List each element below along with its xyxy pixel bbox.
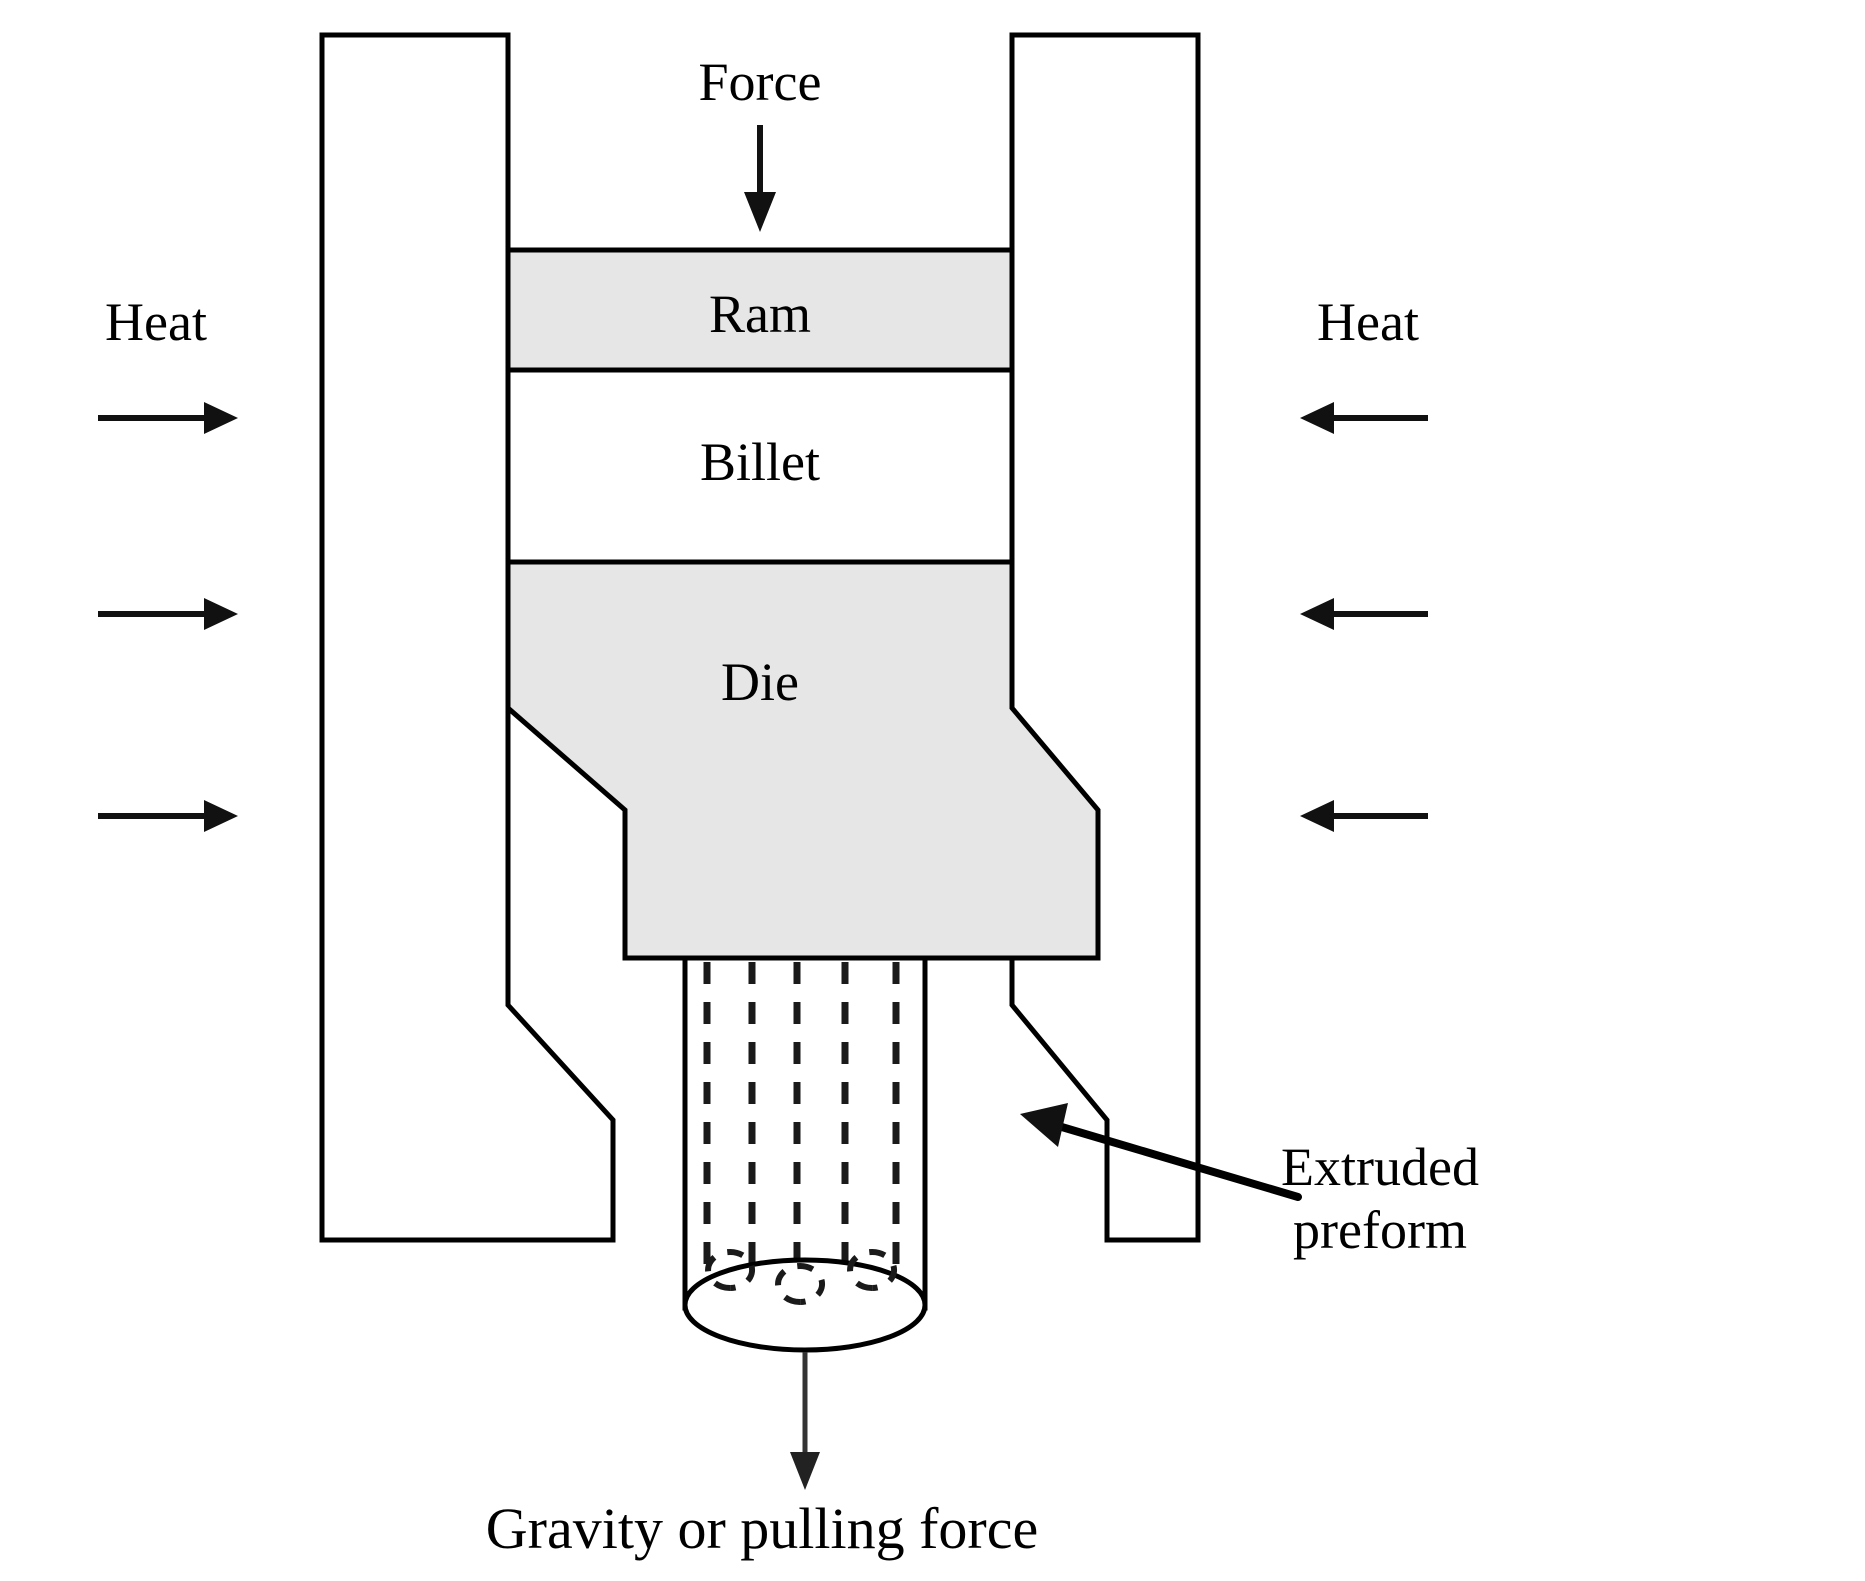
- fiber-crosssection-2: [775, 1263, 826, 1305]
- heat-label-left: Heat: [105, 292, 207, 352]
- ram-block: [505, 247, 1015, 373]
- fiber-crosssection-1: [705, 1249, 756, 1291]
- heat-arrow-right-1: [1300, 402, 1428, 434]
- force-label: Force: [699, 52, 822, 112]
- heat-label-right: Heat: [1317, 292, 1419, 352]
- extruded-preform-callout-line: [1051, 1121, 1302, 1201]
- billet-block: [505, 367, 1015, 565]
- rod-end-ellipse: [682, 1257, 928, 1353]
- container-wall-left-shape: [319, 32, 616, 1243]
- heat-arrow-right-3: [1300, 800, 1428, 832]
- fiber-crosssection-3: [847, 1249, 898, 1291]
- extruded-preform-label-line2: preform: [1293, 1200, 1467, 1260]
- heat-arrow-left-1: [98, 402, 238, 434]
- billet-label: Billet: [700, 432, 820, 492]
- extruded-preform-callout-arrowhead: [1020, 1103, 1068, 1147]
- force-arrow-head: [744, 192, 776, 232]
- heat-arrow-left-2: [98, 598, 238, 630]
- extruded-preform-label-line1: Extruded: [1281, 1137, 1479, 1197]
- die-label: Die: [721, 652, 799, 712]
- die-block: [505, 559, 1101, 961]
- ram-label: Ram: [709, 284, 811, 344]
- gravity-arrow-head: [790, 1452, 820, 1490]
- heat-arrow-right-2: [1300, 598, 1428, 630]
- gravity-label: Gravity or pulling force: [486, 1496, 1038, 1561]
- extruded-rod: [682, 955, 928, 1311]
- heat-arrow-left-3: [98, 800, 238, 832]
- container-wall-right-shape: [1009, 32, 1201, 1243]
